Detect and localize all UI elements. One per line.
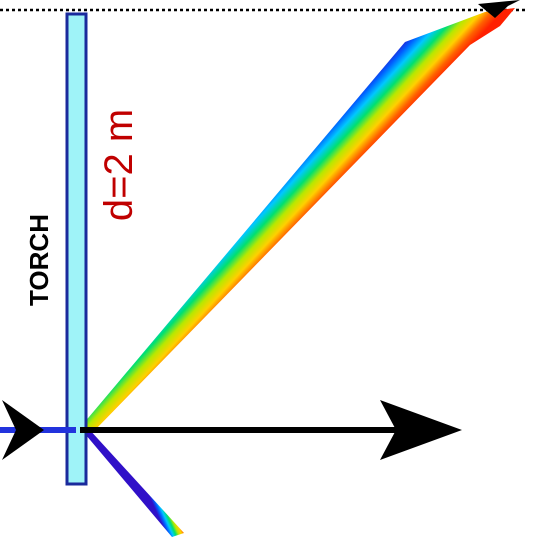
torch-bar (65, 12, 88, 486)
incoming-arrow-head (2, 400, 44, 460)
distance-label: d=2 m (97, 109, 141, 221)
outgoing-arrow-head (380, 400, 462, 460)
torch-label: TORCH (24, 214, 54, 306)
wide-light-cone (78, 8, 515, 430)
cone-tip-arrow-head (478, 0, 520, 18)
small-light-cone (80, 428, 184, 537)
